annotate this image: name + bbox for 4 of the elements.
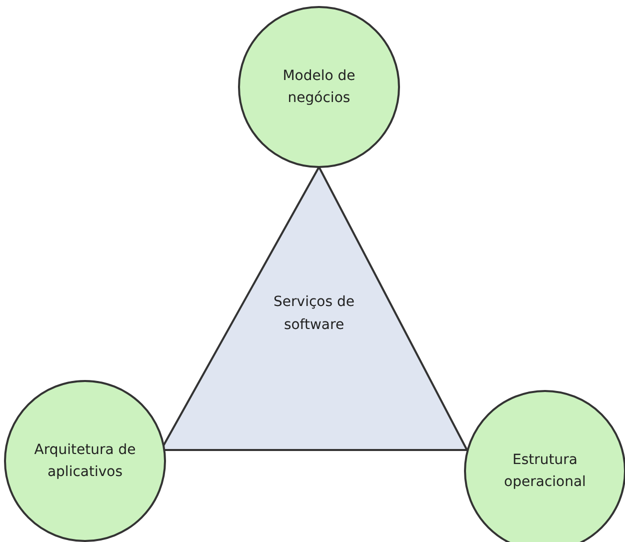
node-label: Serviços de software [272, 293, 356, 334]
node-label: Modelo de negócios [282, 66, 356, 108]
node-label: Arquitetura de aplicativos [33, 440, 137, 482]
node-label: Estrutura operacional [503, 450, 587, 492]
